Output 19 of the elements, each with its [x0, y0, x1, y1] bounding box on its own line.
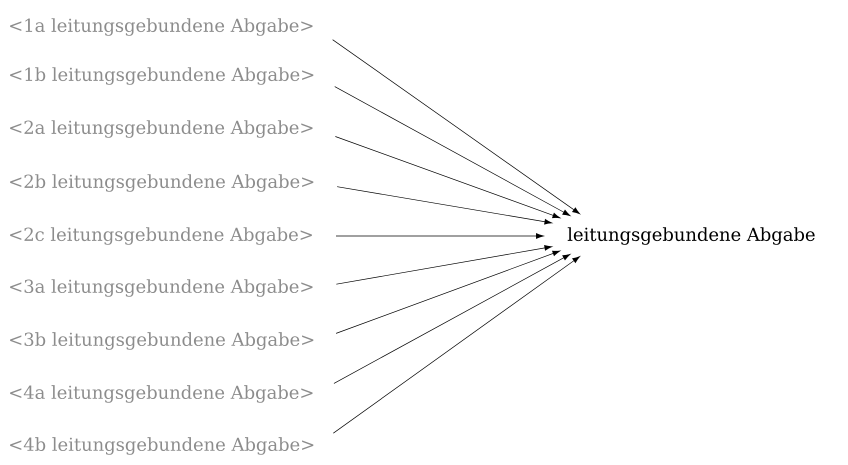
- text-label: <4a leitungsgebundene Abgabe>: [10, 385, 313, 403]
- text-label: <2b leitungsgebundene Abgabe>: [10, 174, 314, 192]
- text-label: <1b leitungsgebundene Abgabe>: [10, 67, 314, 85]
- arrow: [332, 39, 580, 214]
- text-label: <3b leitungsgebundene Abgabe>: [10, 332, 314, 350]
- arrow: [336, 186, 552, 224]
- arrow: [334, 254, 570, 384]
- arrow: [332, 256, 580, 434]
- arrow: [336, 250, 560, 334]
- arrow: [334, 136, 560, 218]
- text-label: <1a leitungsgebundene Abgabe>: [10, 18, 313, 36]
- arrow: [334, 86, 570, 216]
- text-label: <2c leitungsgebundene Abgabe>: [10, 227, 312, 245]
- text-label: <4b leitungsgebundene Abgabe>: [10, 437, 314, 455]
- text-label: <2a leitungsgebundene Abgabe>: [10, 120, 313, 138]
- text-label: leitungsgebundene Abgabe: [568, 227, 815, 245]
- text-label: <3a leitungsgebundene Abgabe>: [10, 279, 313, 297]
- arrow: [336, 245, 552, 285]
- arrow: [336, 233, 544, 239]
